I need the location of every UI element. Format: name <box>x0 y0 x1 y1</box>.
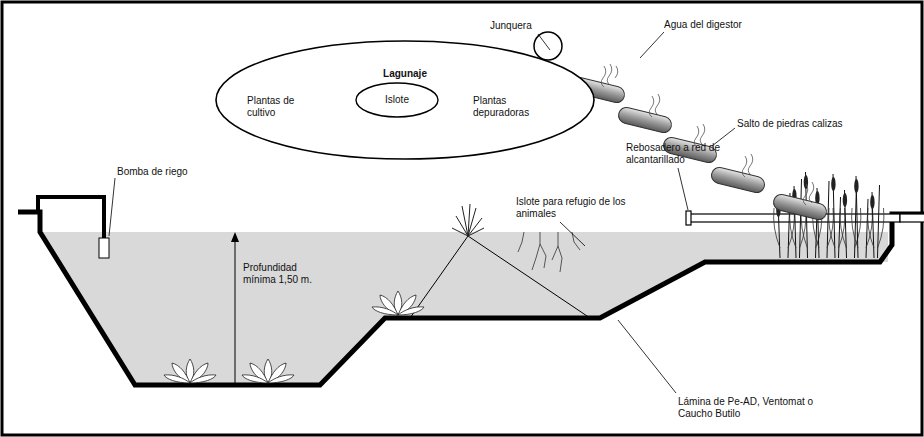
callout-label: Salto de piedras calizas <box>737 118 867 130</box>
pond-liner <box>18 212 924 385</box>
depth-arrowhead <box>231 232 239 242</box>
water <box>40 232 888 385</box>
callout-label: Bomba de riego <box>117 166 207 178</box>
floating-roots <box>518 232 580 272</box>
callout-label: Lámina de Pe-AD, Ventomat o Caucho Butil… <box>678 396 828 419</box>
callout-label: Rebosadero a red de alcantarillado <box>626 142 726 165</box>
reed-bed <box>774 172 884 258</box>
lagoon-plan: LagunajePlantas de cultivo Plantas depura… <box>215 40 595 160</box>
callout-label: Junquera <box>490 20 550 32</box>
islet-plan: Islote <box>355 82 439 118</box>
islet-plant <box>452 204 484 236</box>
depth-arrow <box>235 240 236 385</box>
aquatic-plant <box>242 359 294 383</box>
callout-label: Islote para refugio de los animales <box>516 196 628 219</box>
reed-pond-plan <box>534 32 562 60</box>
node-text: Plantas de cultivo <box>247 95 317 118</box>
overflow-inlet <box>686 211 691 225</box>
node-text: Islote <box>385 94 409 106</box>
islet-slope <box>410 236 590 318</box>
overflow-pipe-out <box>900 214 924 222</box>
node-text: Plantas depuradoras <box>473 95 553 118</box>
irrigation-pipe <box>38 197 104 238</box>
water-drops <box>601 64 814 205</box>
aquatic-plant <box>372 291 424 315</box>
pump <box>99 238 109 258</box>
node-text: Lagunaje <box>355 68 455 80</box>
leader-lines <box>109 32 735 393</box>
callout-label: Agua del digestor <box>664 19 774 31</box>
aquatic-plant <box>164 359 216 383</box>
callout-label: Profundidad mínima 1,50 m. <box>243 262 321 285</box>
